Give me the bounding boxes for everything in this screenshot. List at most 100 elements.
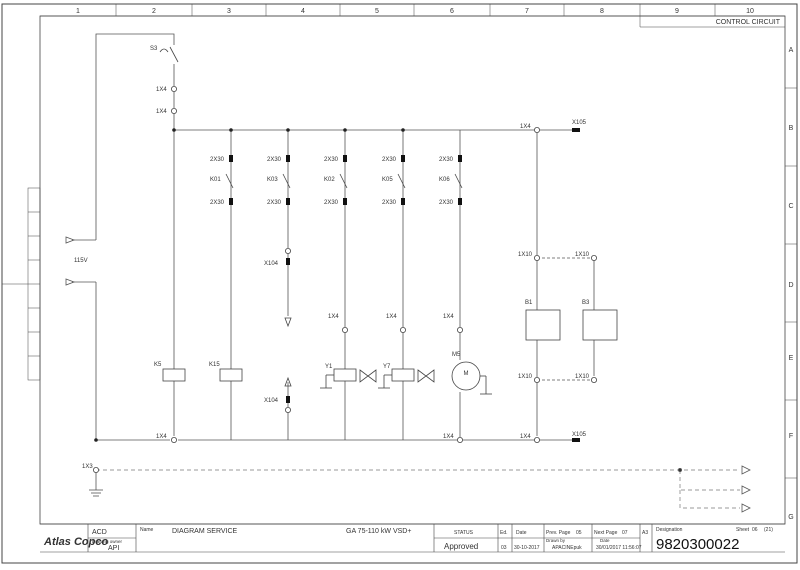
label-k01: K01 [210, 177, 221, 183]
sheet-number: 06 [752, 527, 758, 533]
row-labels: A B C D E F G [785, 47, 797, 521]
row-c: C [788, 203, 793, 210]
sheet-total: (21) [764, 527, 773, 533]
drawing-owner-label: Drawing owner [92, 539, 123, 544]
logo: Atlas Copco [43, 536, 108, 548]
acd: ACD [92, 529, 107, 536]
col-8: 8 [600, 8, 604, 15]
ed-label: Ed. [500, 530, 508, 536]
product: GA 75-110 kW VSD+ [346, 528, 411, 535]
label-1x4-c: 1X4 [328, 314, 339, 320]
status-label: STATUS [454, 530, 474, 536]
ed: 03 [501, 545, 507, 551]
name-label: Name [140, 527, 154, 533]
label-1x4-f: 1X4 [520, 124, 531, 130]
connectors [229, 128, 580, 442]
label-1x3: 1X3 [82, 464, 93, 470]
label-2x30-10: 2X30 [439, 200, 454, 206]
signal-lines [96, 469, 740, 509]
column-header: 1 2 3 4 5 6 7 8 9 10 CONTROL CIRCUIT [40, 4, 785, 28]
date-label: Date [516, 530, 527, 536]
label-2x30-1: 2X30 [210, 157, 225, 163]
left-strip [2, 187, 41, 381]
svg-text:M: M [464, 371, 469, 377]
prev-page-label: Prev. Page [546, 530, 571, 536]
next-page: 07 [622, 530, 628, 536]
status: Approved [444, 542, 478, 551]
label-2x30-4: 2X30 [382, 157, 397, 163]
sheet-title: CONTROL CIRCUIT [716, 19, 781, 26]
motor-m5: M [451, 361, 492, 395]
date: 30-10-2017 [514, 545, 540, 551]
component-labels: S3 1X4 1X4 2X30 2X30 2X30 2X30 2X30 K01 … [74, 46, 590, 470]
label-k15: K15 [209, 362, 220, 368]
terminals [93, 86, 598, 473]
next-page-label: Next Page [594, 530, 618, 536]
sheet-label: Sheet [736, 527, 750, 533]
branch-arrows [284, 317, 292, 387]
solenoid-valves [320, 369, 435, 389]
col-5: 5 [375, 8, 379, 15]
col-10: 10 [746, 8, 754, 15]
designation: 9820300022 [656, 536, 739, 553]
label-1x4-a: 1X4 [156, 87, 167, 93]
label-1x4-h: 1X4 [443, 434, 454, 440]
col-9: 9 [675, 8, 679, 15]
label-x104-b: X104 [264, 398, 279, 404]
prev-page: 05 [576, 530, 582, 536]
col-2: 2 [152, 8, 156, 15]
label-y1: Y1 [325, 364, 333, 370]
label-2x30-7: 2X30 [267, 200, 282, 206]
title-block [40, 523, 785, 553]
row-e: E [789, 355, 794, 362]
label-k06: K06 [439, 177, 450, 183]
label-k05: K05 [382, 177, 393, 183]
date2-label: Date [600, 538, 610, 543]
label-2x30-3: 2X30 [324, 157, 339, 163]
label-m5: M5 [452, 352, 461, 358]
wiring [72, 33, 595, 497]
col-4: 4 [301, 8, 305, 15]
row-d: D [788, 282, 793, 289]
label-1x4-g: 1X4 [156, 434, 167, 440]
label-2x30-5: 2X30 [439, 157, 454, 163]
label-k03: K03 [267, 177, 278, 183]
label-2x30-8: 2X30 [324, 200, 339, 206]
col-7: 7 [525, 8, 529, 15]
drawn-by: APACINEpuk [552, 545, 582, 551]
label-k02: K02 [324, 177, 335, 183]
label-1x4-d: 1X4 [386, 314, 397, 320]
label-x105-b: X105 [572, 432, 587, 438]
label-2x30-2: 2X30 [267, 157, 282, 163]
contacts [159, 46, 463, 189]
designation-label: Designation [656, 527, 683, 533]
row-g: G [788, 514, 793, 521]
label-1x4-i: 1X4 [520, 434, 531, 440]
col-3: 3 [227, 8, 231, 15]
coils [162, 309, 618, 382]
col-6: 6 [450, 8, 454, 15]
col-1: 1 [76, 8, 80, 15]
label-y7: Y7 [383, 364, 391, 370]
diagram-name: DIAGRAM SERVICE [172, 528, 238, 535]
label-1x10-d: 1X10 [575, 374, 590, 380]
junction-dots [94, 128, 405, 442]
inner-frame [39, 15, 786, 525]
label-1x10-b: 1X10 [575, 252, 590, 258]
row-b: B [789, 125, 794, 132]
drawing-owner: API [108, 545, 119, 552]
label-1x10-a: 1X10 [518, 252, 533, 258]
label-115v: 115V [74, 258, 88, 264]
label-1x10-c: 1X10 [518, 374, 533, 380]
signal-arrows [65, 236, 751, 513]
row-f: F [789, 433, 793, 440]
label-s3: S3 [150, 46, 158, 52]
label-x104-a: X104 [264, 261, 279, 267]
label-2x30-9: 2X30 [382, 200, 397, 206]
outer-frame [1, 3, 798, 564]
drawn-by-label: Drawn by [546, 538, 566, 543]
label-2x30-6: 2X30 [210, 200, 225, 206]
label-b1: B1 [525, 300, 533, 306]
label-k5: K5 [154, 362, 162, 368]
